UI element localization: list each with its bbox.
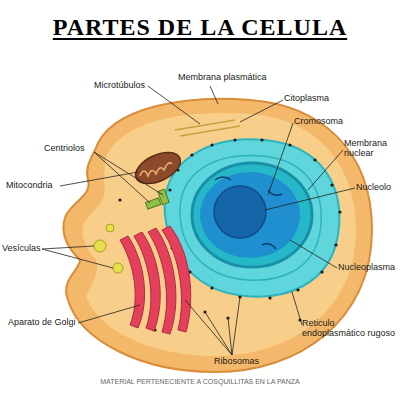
part-label: Membrana plasmática [178, 72, 278, 82]
part-label: Citoplasma [284, 93, 354, 103]
part-label: Ribosomas [214, 356, 274, 366]
watermark-caption: MATERIAL PERTENECIENTE A COSQUILLITAS EN… [0, 378, 400, 385]
part-label: Centriolos [44, 143, 100, 153]
part-label: Nucleoplasma [338, 262, 400, 272]
nucleoplasm [200, 172, 300, 258]
endoplasmic-reticulum [165, 139, 340, 296]
mitochondrion [131, 146, 185, 190]
er-fold [180, 155, 321, 280]
part-label: Mitocondria [6, 180, 66, 190]
part-label: Reticulo endoplasmático rugoso [302, 318, 398, 338]
part-label: Cromosoma [294, 116, 364, 126]
leader-lines [42, 86, 355, 355]
part-label: Vesículas [2, 243, 50, 253]
nucleolus [214, 186, 266, 238]
part-label: Microtúbulos [94, 80, 154, 90]
centrioles [145, 189, 169, 209]
golgi-apparatus [120, 226, 191, 334]
part-label: Membrana nuclear [344, 138, 394, 158]
vesicles [94, 224, 123, 273]
nuclear-envelope [192, 163, 312, 267]
diagram-title: PARTES DE LA CELULA [0, 14, 400, 41]
microtubules [175, 120, 240, 136]
part-label: Nucleolo [356, 182, 400, 192]
chromatin [215, 177, 282, 249]
part-label: Aparato de Golgi [8, 317, 88, 327]
